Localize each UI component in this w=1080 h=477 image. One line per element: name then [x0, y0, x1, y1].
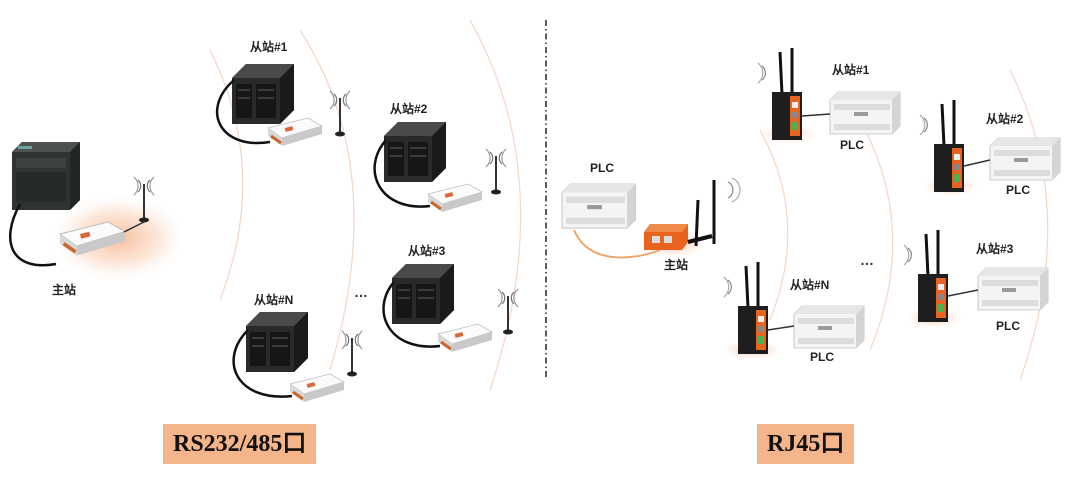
- slave-3-device: [391, 263, 455, 325]
- right-slave-3-plc-label: PLC: [996, 319, 1020, 333]
- left-section-label: RS232/485口: [163, 424, 317, 464]
- slave-n-device: [245, 311, 309, 373]
- right-slave-n-plc: [793, 305, 865, 349]
- slave-2-cable: [373, 139, 431, 208]
- right-section-label: RJ45口: [757, 424, 855, 464]
- right-slave-1-router: [756, 46, 804, 142]
- slave-n-cable: [232, 329, 293, 398]
- right-slave-n-router: [722, 260, 770, 356]
- right-slave-3-label: 从站#3: [976, 242, 1014, 256]
- right-slave-1-label: 从站#1: [832, 63, 870, 77]
- slave-2-device: [383, 121, 447, 183]
- left-slave-1-label: 从站#1: [250, 40, 288, 54]
- right-slave-2-router: [918, 98, 966, 194]
- slave-n-antenna: [341, 330, 363, 378]
- right-slave-3-plc: [977, 267, 1049, 311]
- master-plc-device: [12, 142, 80, 210]
- slave-3-antenna: [497, 288, 519, 336]
- slave-3-cable: [382, 281, 441, 348]
- left-signal-arcs: [209, 19, 522, 391]
- right-slave-2-plc-label: PLC: [1006, 183, 1030, 197]
- right-slave-n-plc-label: PLC: [810, 350, 834, 364]
- right-slave-2-label: 从站#2: [986, 112, 1024, 126]
- left-slave-n-label: 从站#N: [254, 293, 294, 307]
- left-slave-3-label: 从站#3: [408, 244, 446, 258]
- right-master-label: 主站: [664, 258, 689, 272]
- master-cable: [8, 203, 57, 267]
- right-slave-1-plc: [829, 91, 901, 135]
- left-ellipsis: …: [354, 284, 369, 300]
- right-signal-arcs: [759, 69, 1049, 381]
- left-slave-2-label: 从站#2: [390, 102, 428, 116]
- right-master-plc-label: PLC: [590, 161, 614, 175]
- slave-n-radio: [288, 372, 346, 404]
- right-master-router: [644, 177, 741, 250]
- slave-1-device: [231, 63, 295, 125]
- right-slave-3-router: [902, 228, 950, 324]
- right-master-plc: [561, 183, 637, 229]
- right-slave-1-plc-label: PLC: [840, 138, 864, 152]
- slave-2-antenna: [485, 148, 507, 196]
- slave-1-cable: [215, 79, 271, 145]
- left-master-label: 主站: [52, 283, 77, 297]
- slave-3-radio: [436, 322, 494, 354]
- slave-2-radio: [426, 182, 484, 214]
- right-slave-n-label: 从站#N: [790, 278, 830, 292]
- right-ellipsis: …: [860, 252, 875, 268]
- right-slave-2-plc: [989, 137, 1061, 181]
